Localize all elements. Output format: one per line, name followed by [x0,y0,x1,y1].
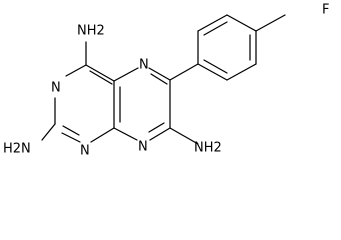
ring-nitrogen-n5: N [139,58,149,73]
bond-aryl-f [255,14,286,32]
ring-nitrogen-n8: N [138,140,148,155]
bond-c4-c4a [85,64,115,82]
ring-bond-6-double [203,59,228,74]
bond-c4a-n5 [113,67,139,82]
amine-left-label: H2N [3,142,31,157]
ring-nitrogen-n3: N [51,81,61,96]
fluorine-label: F [322,3,329,18]
bond-n5-c6-double [150,73,168,85]
bond-c2-n1 [61,132,81,143]
ring-bond-3 [226,14,257,32]
fluorophenyl-bonds [169,14,286,81]
bond-c6-aryl [169,63,199,81]
ring-bond-2 [197,14,228,32]
ring-bond-2-double [203,21,228,36]
bond-c7-n8 [149,127,171,141]
amine-right-label: NH2 [194,141,222,156]
ring-bond-6 [197,63,228,81]
atom-labels: NH2 N N H2N N N NH2 F [3,3,329,159]
ring-nitrogen-n1: N [80,144,90,159]
chemical-structure: NH2 N N H2N N N NH2 F [3,3,329,159]
bond-c4-c4a-double [89,70,113,85]
bond-n8-c8a [113,127,138,141]
amino-bonds [41,41,199,145]
pteridine-core-bonds [54,64,171,143]
bond-c2-n1-double [62,125,80,136]
bond-c7-nh2 [169,127,199,145]
bond-n1-c8a [90,127,115,143]
bond-c2-nh2 [41,123,56,141]
bond-c4-n3 [65,64,87,77]
bond-c7-n8-double [148,122,165,133]
ring-bond-5 [226,63,257,81]
amine-top-label: NH2 [77,24,105,39]
bond-n5-c6 [148,67,171,81]
